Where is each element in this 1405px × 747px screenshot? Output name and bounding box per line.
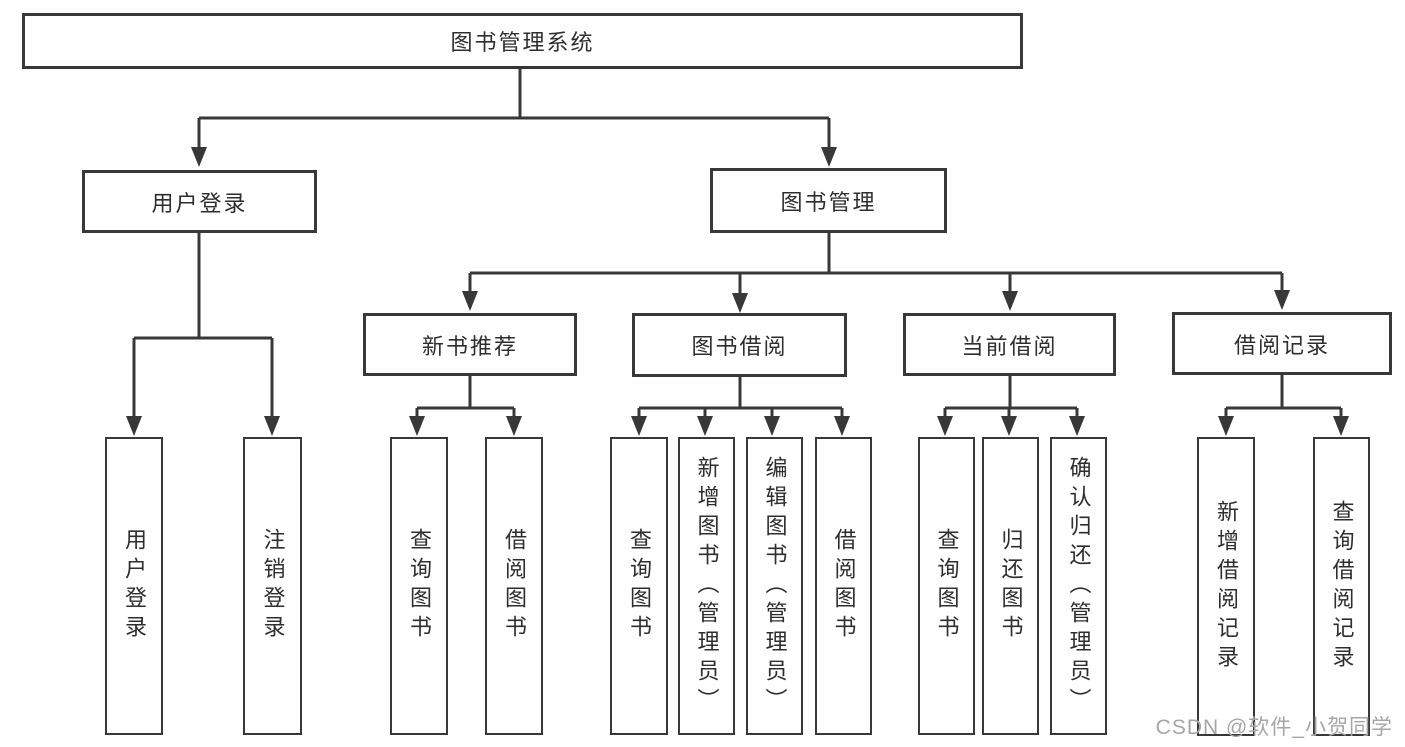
leaf-edit-book-label: 编辑图书（管理员） <box>762 455 788 717</box>
leaf-confirm-return-label: 确认归还（管理员） <box>1066 455 1092 717</box>
leaf-add-borrow-record: 新增借阅记录 <box>1197 437 1255 736</box>
arrowhead-leaf-borrow-book-1 <box>506 416 522 436</box>
arrowhead-new-book <box>462 291 478 311</box>
arrowhead-leaf-query-book-3 <box>937 416 953 436</box>
arrowhead-book-borrow <box>732 293 748 313</box>
leaf-user-login: 用户登录 <box>105 437 163 735</box>
leaf-confirm-return: 确认归还（管理员） <box>1050 437 1107 735</box>
node-current-borrow-label: 当前借阅 <box>961 333 1058 359</box>
leaf-borrow-book-1-label: 借阅图书 <box>502 528 527 644</box>
node-user-login-label: 用户登录 <box>151 190 248 216</box>
leaf-user-login-label: 用户登录 <box>122 528 147 644</box>
leaf-query-book-2-label: 查询图书 <box>627 528 652 644</box>
leaf-borrow-book-1: 借阅图书 <box>485 437 543 735</box>
leaf-query-book-3-label: 查询图书 <box>934 528 960 644</box>
node-root: 图书管理系统 <box>22 13 1023 69</box>
leaf-borrow-book-2: 借阅图书 <box>815 437 872 735</box>
node-borrow-records: 借阅记录 <box>1172 312 1392 375</box>
node-book-management-label: 图书管理 <box>780 189 877 215</box>
node-book-management: 图书管理 <box>710 168 947 233</box>
leaf-query-borrow-record: 查询借阅记录 <box>1313 437 1370 736</box>
arrowhead-leaf-query-borrow-record <box>1333 416 1349 436</box>
leaf-add-book-label: 新增图书（管理员） <box>694 455 720 717</box>
arrowhead-leaf-edit-book <box>764 416 780 436</box>
arrowhead-borrow-records <box>1274 290 1290 310</box>
leaf-query-book-3: 查询图书 <box>918 437 975 735</box>
leaf-query-book-2: 查询图书 <box>610 437 668 735</box>
arrowhead-leaf-query-book-1 <box>409 416 425 436</box>
node-book-borrow-label: 图书借阅 <box>691 334 788 359</box>
csdn-watermark: CSDN @软件_小贺同学 <box>1155 716 1393 739</box>
leaf-query-borrow-record-label: 查询借阅记录 <box>1329 499 1355 674</box>
leaf-add-borrow-record-label: 新增借阅记录 <box>1214 499 1239 674</box>
node-current-borrow: 当前借阅 <box>903 313 1116 376</box>
leaf-query-book-1-label: 查询图书 <box>407 528 432 644</box>
arrowhead-leaf-borrow-book-2 <box>834 416 850 436</box>
leaf-edit-book: 编辑图书（管理员） <box>746 437 803 735</box>
arrowhead-leaf-user-login <box>126 416 142 436</box>
node-user-login: 用户登录 <box>82 170 317 233</box>
arrowhead-current-borrow <box>1002 291 1018 311</box>
node-new-book-recommend-label: 新书推荐 <box>421 333 518 359</box>
arrowhead-leaf-return-book <box>1001 416 1017 436</box>
arrowhead-leaf-query-book-2 <box>631 416 647 436</box>
arrowhead-book-management <box>821 147 837 167</box>
arrowhead-leaf-add-book <box>697 416 713 436</box>
arrowhead-leaf-logout <box>264 416 280 436</box>
arrowhead-user-login <box>191 147 207 167</box>
arrowhead-leaf-confirm-return <box>1069 416 1085 436</box>
arrowhead-leaf-add-borrow-record <box>1218 416 1234 436</box>
leaf-logout: 注销登录 <box>243 437 302 735</box>
leaf-logout-label: 注销登录 <box>260 528 286 644</box>
leaf-query-book-1: 查询图书 <box>390 437 448 735</box>
node-book-borrow: 图书借阅 <box>632 313 847 377</box>
leaf-add-book: 新增图书（管理员） <box>678 437 735 735</box>
node-root-label: 图书管理系统 <box>450 30 595 55</box>
leaf-return-book-label: 归还图书 <box>998 528 1024 644</box>
leaf-return-book: 归还图书 <box>982 437 1039 735</box>
node-new-book-recommend: 新书推荐 <box>363 313 577 376</box>
node-borrow-records-label: 借阅记录 <box>1233 332 1330 358</box>
leaf-borrow-book-2-label: 借阅图书 <box>831 528 857 644</box>
